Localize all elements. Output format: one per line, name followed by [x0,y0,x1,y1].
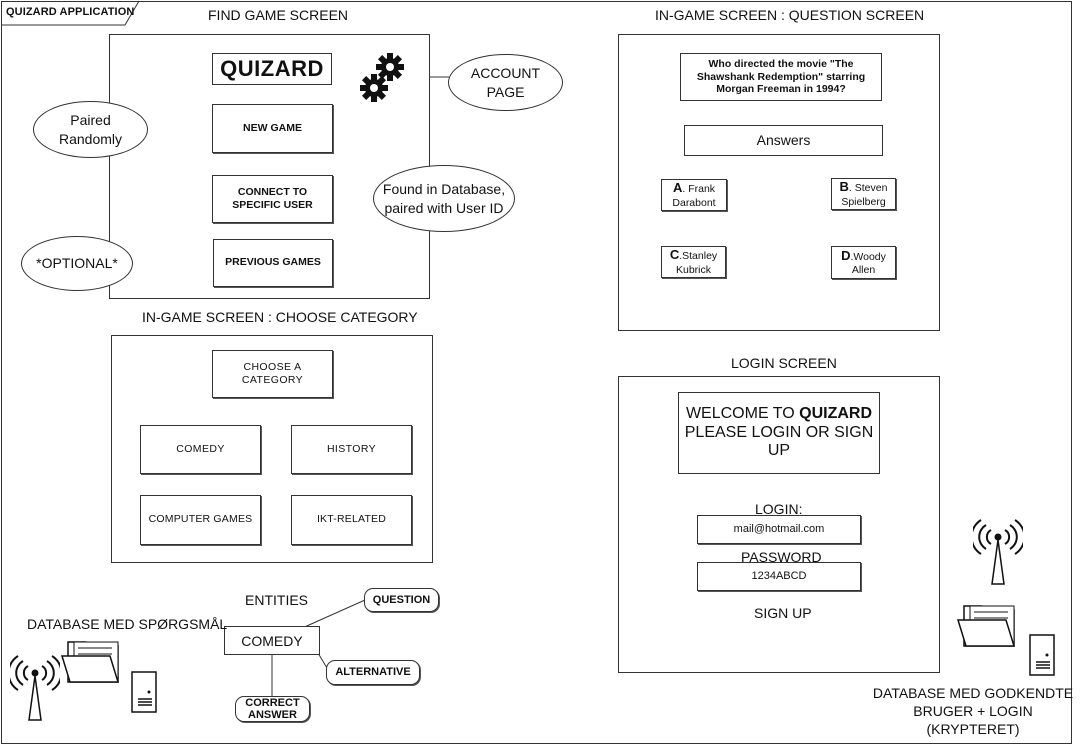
found-in-database-ellipse: Found in Database, paired with User ID [373,165,515,232]
correct-line-2: ANSWER [248,709,297,721]
question-screen-heading: IN-GAME SCREEN : QUESTION SCREEN [655,7,925,23]
quizard-logo: QUIZARD [212,53,332,85]
answer-a-letter: A [672,180,683,196]
antenna-icon [973,519,1023,585]
answer-d-line-1: D.Woody [841,248,886,264]
answer-c-line-2: Kubrick [675,263,711,276]
question-box: Who directed the movie "The Shawshank Re… [680,53,882,101]
password-label: PASSWORD [741,549,822,565]
quizard-logo-text: QUIZARD [220,56,324,81]
answer-d-first: Woody [853,250,886,263]
answer-c-line-1: C.Stanley [670,247,717,263]
answer-a-line-2: Darabont [672,196,716,209]
answer-b-letter: B [839,179,849,195]
signup-link[interactable]: SIGN UP [754,605,812,621]
choose-category-box: CHOOSE A CATEGORY [212,350,333,398]
entity-question-pill: QUESTION [364,588,439,612]
login-email-field[interactable]: mail@hotmail.com [697,515,861,544]
found-line-2: paired with User ID [384,199,504,216]
answer-c-first: Stanley [682,250,718,263]
database-left-label: DATABASE MED SPØRGSMÅL [27,616,228,632]
choose-line-2: CATEGORY [241,374,304,386]
answer-b-line-2: Spielberg [841,195,886,208]
optional-ellipse: *OPTIONAL* [21,236,133,291]
entity-correct-answer-pill: CORRECT ANSWER [235,696,310,722]
welcome-prefix: WELCOME TO [685,405,800,423]
database-right-line-3: (KRYPTERET) [926,721,1020,738]
password-field[interactable]: 1234ABCD [697,562,861,591]
answer-b-separator: . [848,182,855,195]
category-computer-games-button[interactable]: COMPUTER GAMES [140,495,261,545]
optional-label: *OPTIONAL* [36,255,118,272]
server-icon [1029,634,1055,676]
answers-label: Answers [756,131,811,148]
login-screen-heading: LOGIN SCREEN [731,355,837,371]
answer-b-first: Steven [854,182,888,195]
database-right-line-2: BRUGER + LOGIN [913,703,1033,720]
category-history-button[interactable]: HISTORY [291,425,412,474]
answer-a-line-1: A. Frank [673,180,715,196]
account-line-1: ACCOUNT [470,65,541,82]
answer-d-button[interactable]: D.Woody Allen [831,246,896,279]
tab-label-outline [1,0,140,26]
connect-specific-user-button[interactable]: CONNECT TO SPECIFIC USER [212,175,333,223]
category-screen-heading: IN-GAME SCREEN : CHOOSE CATEGORY [142,309,418,325]
answer-b-line-1: B. Steven [840,179,888,195]
database-right-line-1: DATABASE MED GODKENDTE [872,685,1074,701]
answer-a-first: Frank [688,183,716,196]
folder-icon [60,641,120,683]
entity-comedy-label: COMEDY [241,632,303,649]
connect-line-2: SPECIFIC USER [232,199,313,211]
question-line-2: Shawshank Redemption" starring [696,70,866,83]
choose-line-1: CHOOSE A [243,360,302,373]
question-line-3: Morgan Freeman in 1994? [716,83,846,96]
answer-d-line-2: Allen [851,264,876,277]
account-line-2: PAGE [486,83,525,100]
welcome-brand: QUIZARD [799,405,873,423]
answer-c-letter: C [669,247,680,263]
welcome-line-1: WELCOME TO QUIZARD [686,405,872,423]
answer-c-separator: . [679,250,683,263]
welcome-line-3: UP [767,442,791,460]
answer-d-letter: D [841,247,851,263]
gear-icon[interactable] [358,50,418,110]
question-line-1: Who directed the movie "The [708,58,854,71]
antenna-icon [10,655,60,721]
account-page-ellipse: ACCOUNT PAGE [448,54,563,111]
answer-b-button[interactable]: B. Steven Spielberg [831,178,896,210]
entities-heading: ENTITIES [245,592,309,608]
answers-label-box: Answers [684,125,883,156]
category-comedy-button[interactable]: COMEDY [140,425,261,474]
entity-comedy-box: COMEDY [224,626,320,655]
found-line-1: Found in Database, [382,181,506,198]
folder-icon [956,605,1016,647]
paired-randomly-ellipse: Paired Randomly [33,101,148,158]
welcome-line-2: PLEASE LOGIN OR SIGN [684,423,874,441]
connect-line-1: CONNECT TO [237,185,308,198]
welcome-box: WELCOME TO QUIZARD PLEASE LOGIN OR SIGN … [678,392,880,474]
answer-d-separator: . [850,250,854,263]
server-icon [131,671,157,713]
find-game-heading: FIND GAME SCREEN [208,7,349,23]
paired-line-1: Paired [70,112,111,129]
new-game-button[interactable]: NEW GAME [212,104,333,153]
app-label: QUIZARD APPLICATION [6,6,135,18]
answer-a-separator: . [682,183,689,196]
entity-alternative-pill: ALTERNATIVE [326,660,420,685]
category-ikt-related-button[interactable]: IKT-RELATED [291,495,412,545]
paired-line-2: Randomly [58,130,123,147]
correct-line-1: CORRECT [245,696,300,709]
database-right-label: DATABASE MED GODKENDTE BRUGER + LOGIN (K… [868,684,1078,739]
answer-c-button[interactable]: C.Stanley Kubrick [661,246,726,278]
previous-games-button[interactable]: PREVIOUS GAMES [213,239,333,287]
answer-a-button[interactable]: A. Frank Darabont [661,179,727,211]
login-label: LOGIN: [755,501,803,517]
